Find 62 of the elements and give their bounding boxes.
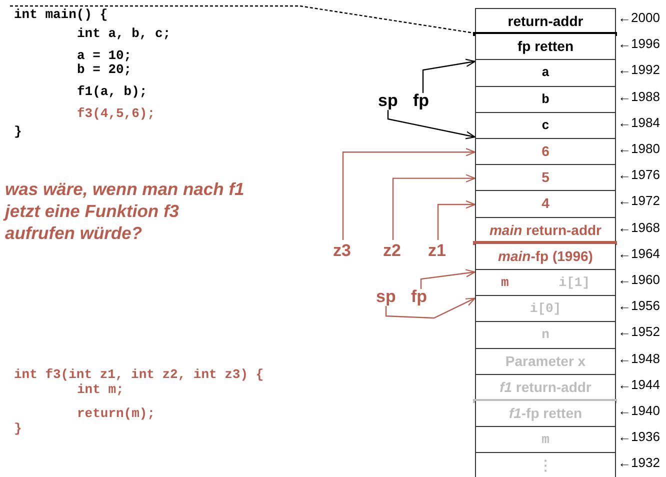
pointer-arrow: [342, 148, 476, 240]
code-line: }: [14, 421, 22, 436]
pointer-arrow: [422, 58, 476, 93]
code-line: int f3(int z1, int z2, int z3) {: [14, 367, 264, 382]
pointer-label: sp: [376, 288, 396, 306]
address-label: ←1980: [618, 141, 660, 156]
stack-cell: m: [475, 427, 616, 454]
stack-cell: f1 return-addr: [475, 374, 616, 401]
address-label: ←1948: [618, 350, 660, 366]
parameter-name: z1: [428, 242, 446, 260]
parameter-name: z2: [383, 242, 401, 260]
stack-cell: ⋮: [475, 453, 616, 477]
address-label: ←1956: [618, 298, 660, 314]
variable-name: i[1]: [558, 275, 590, 290]
code-line: int main() {: [14, 7, 108, 22]
parameter-name: z3: [333, 242, 351, 260]
pointer-label: fp: [413, 92, 430, 110]
pointer-arrow: [392, 174, 476, 240]
code-line: int a, b, c;: [77, 26, 171, 41]
address-label: ←1964: [618, 246, 660, 261]
code-line: f3(4,5,6);: [77, 106, 156, 121]
stack-cell: 5: [475, 165, 616, 192]
stack-cell: f1-fp retten: [475, 401, 616, 428]
address-label: ←1988: [618, 88, 660, 104]
address-label: ←1968: [618, 220, 660, 235]
address-label: ←1972: [618, 193, 660, 208]
address-label: ←1996: [618, 36, 660, 52]
pointer-arrow: [385, 298, 476, 319]
stack-cell: c: [475, 112, 616, 139]
address-label: ←1940: [618, 403, 660, 418]
stack-cell: b: [475, 86, 616, 113]
stack-cell: 6: [475, 139, 616, 166]
pointer-arrow: [437, 200, 476, 240]
code-line: b = 20;: [77, 62, 132, 77]
address-label: ←1992: [618, 62, 660, 78]
code-line: int m;: [77, 382, 124, 397]
address-label: ←1936: [618, 429, 660, 444]
stack-cell: Parameter x: [475, 348, 616, 375]
code-line: }: [14, 124, 22, 139]
stack-cell: n: [475, 322, 616, 349]
address-label: ←1944: [618, 376, 660, 392]
address-label: ←1932: [618, 455, 660, 470]
address-label: ←1960: [618, 272, 660, 287]
code-line: f1(a, b);: [77, 84, 148, 99]
code-line: return(m);: [77, 406, 156, 421]
stack-cell: [475, 270, 616, 296]
stack-cell: a: [475, 60, 616, 87]
pointer-arrow: [420, 269, 476, 289]
pointer-label: fp: [411, 288, 428, 306]
stack-cell: main-fp (1996): [475, 244, 616, 270]
stack-cell: 4: [475, 191, 616, 218]
address-label: ←2000: [618, 10, 660, 25]
address-label: ←1952: [618, 324, 660, 340]
code-line: a = 10;: [77, 48, 132, 63]
pointer-arrow: [387, 110, 476, 140]
address-label: ←1976: [618, 167, 660, 182]
variable-name: m: [500, 275, 509, 290]
stack-cell: i[0]: [475, 296, 616, 322]
stack-cell: fp retten: [475, 34, 616, 60]
pointer-label: sp: [378, 92, 398, 110]
address-label: ←1984: [618, 114, 660, 130]
question-text: was wäre, wenn man nach f1 jetzt eine Funktion f3 aufrufen würde?: [5, 178, 246, 244]
